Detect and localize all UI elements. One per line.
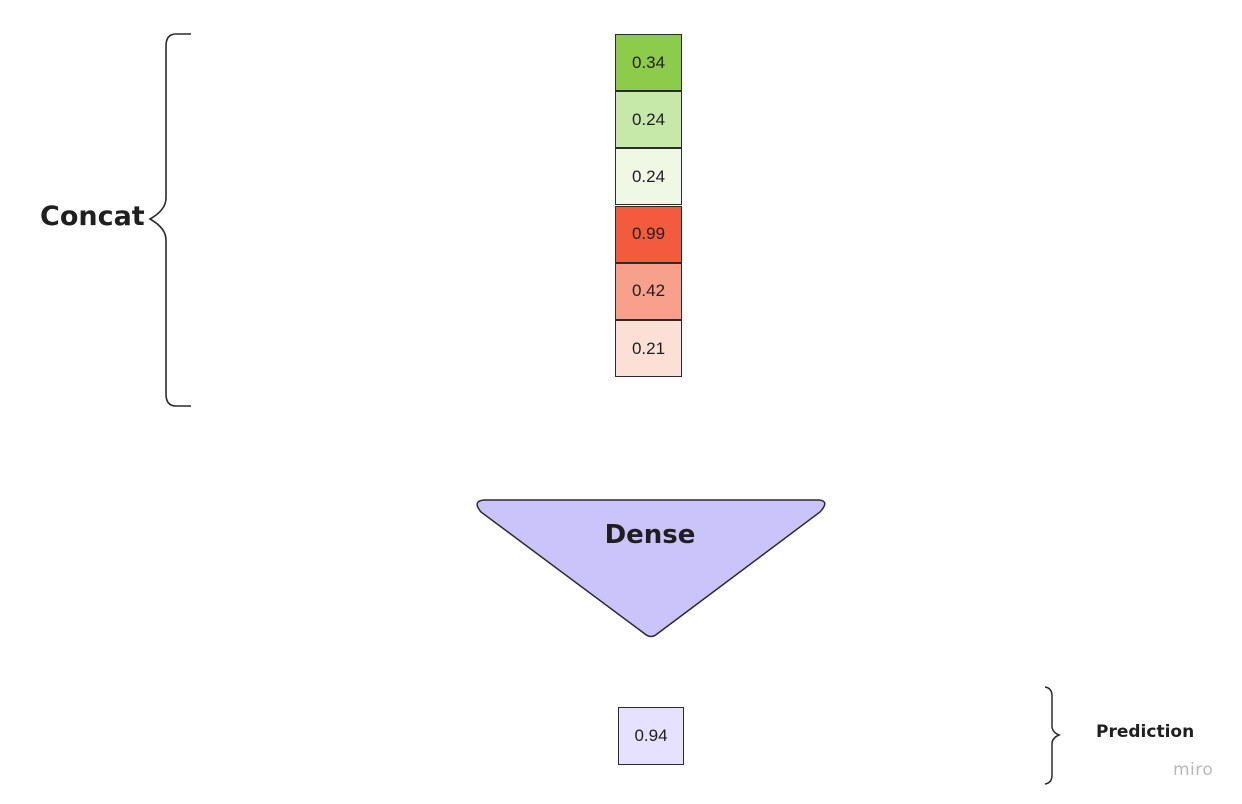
prediction-brace-path: [1044, 686, 1061, 785]
vector-cell: 0.99: [615, 205, 682, 263]
vector-cell: 0.34: [615, 34, 682, 91]
vector-cell: 0.24: [615, 148, 682, 206]
concat-label: Concat: [40, 201, 145, 232]
concat-brace-path: [148, 33, 191, 407]
dense-label: Dense: [604, 520, 696, 550]
vector-cell: 0.24: [615, 91, 682, 149]
prediction-cell: 0.94: [618, 707, 684, 765]
vector-cell: 0.42: [615, 262, 682, 320]
miro-watermark: miro: [1173, 760, 1214, 780]
prediction-label: Prediction: [1096, 722, 1195, 742]
vector-cell: 0.21: [615, 320, 682, 377]
